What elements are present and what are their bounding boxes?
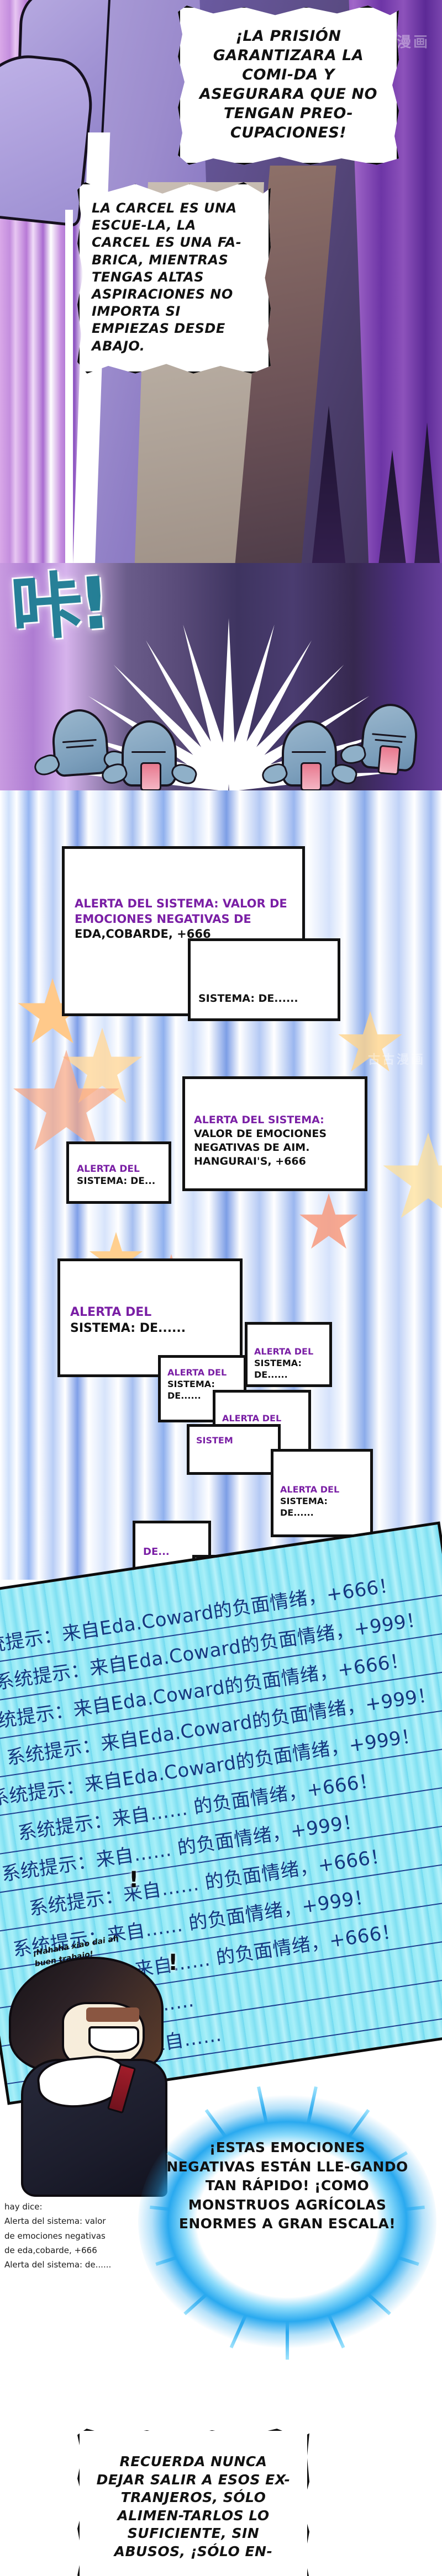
note-line-1: hay dice: (4, 2202, 43, 2212)
guard-2 (99, 720, 199, 791)
burst-text: ¡ESTAS EMOCIONES NEGATIVAS ESTÁN LLE-GAN… (166, 2139, 408, 2232)
note-line-3: de emociones negativas (4, 2230, 106, 2241)
guard-3 (259, 720, 360, 791)
guard-eye (131, 751, 166, 753)
guard-hand (31, 751, 62, 779)
alert-tail: SISTEMA: DE... (77, 1176, 156, 1187)
alert-highlight: ALERTA DEL (167, 1367, 227, 1378)
panel-ice-explosion: 咔! (0, 563, 442, 795)
alert-tail: SISTEMA: DE...... (280, 1496, 328, 1518)
guard-mouth (377, 745, 401, 776)
alert-highlight: ALERTA DEL (70, 1305, 152, 1319)
guard-mouth (301, 762, 322, 791)
alert-highlight: ALERTA DEL SISTEMA: VALOR DE EMOCIONES N… (75, 897, 287, 926)
ice-spike (221, 618, 236, 784)
alert-highlight: ALERTA DEL (77, 1164, 140, 1175)
alert-highlight: DE... (143, 1546, 170, 1558)
star-decoration (299, 1193, 358, 1249)
bubble-text: RECUERDA NUNCA DEJAR SALIR A ESOS EX-TRA… (96, 2453, 291, 2559)
note-line-5: Alerta del sistema: de...... (4, 2260, 112, 2270)
alert-tail: SISTEMA: DE...... (254, 1358, 302, 1380)
alert-tail: SISTEMA: DE...... (167, 1379, 215, 1401)
impact-sfx: 咔! (8, 563, 110, 651)
burst-speech-bubble: ¡ESTAS EMOCIONES NEGATIVAS ESTÁN LLE-GAN… (138, 2086, 436, 2360)
note-line-4: de eda,cobarde, +666 (4, 2245, 97, 2255)
exclamation-mark-2: ! (168, 1950, 178, 1975)
speech-bubble-prison-promise: ¡LA PRISIÓN GARANTIZARA LA COMI-DA Y ASE… (178, 6, 399, 165)
guard-eye (292, 751, 326, 753)
alert-box-small-5: SISTEM (187, 1424, 281, 1475)
speech-bubble-prison-school: LA CARCEL ES UNA ESCUE-LA, LA CARCEL ES … (77, 182, 271, 374)
guard-1 (31, 707, 131, 779)
alert-box-big-2: ALERTA DEL SISTEMA: DE...... (57, 1258, 243, 1377)
guard-mouth (140, 762, 161, 791)
translator-note: hay dice: Alerta del sistema: valor de e… (4, 2200, 131, 2272)
alert-box-hangurai: ALERTA DEL SISTEMA: VALOR DE EMOCIONES N… (182, 1076, 367, 1191)
alert-highlight: ALERTA DEL (280, 1484, 340, 1495)
alert-tail: SISTEMA: DE...... (198, 992, 298, 1005)
star-decoration (383, 1133, 442, 1218)
alert-highlight: SISTEM (196, 1435, 233, 1446)
guard-eye (372, 733, 407, 738)
dark-spike-2 (376, 450, 409, 582)
alert-highlight: ALERTA DEL (254, 1346, 314, 1357)
alert-box-small-1: ALERTA DEL SISTEMA: DE... (66, 1141, 171, 1204)
guard-eye (66, 745, 94, 748)
guard-4 (338, 701, 420, 776)
speech-bubble-footer: RECUERDA NUNCA DEJAR SALIR A ESOS EX-TRA… (77, 2429, 309, 2576)
bubble-text: LA CARCEL ES UNA ESCUE-LA, LA CARCEL ES … (92, 200, 242, 354)
alert-box-small-2: ALERTA DEL SISTEMA: DE...... (245, 1322, 332, 1387)
character-grin (88, 2026, 139, 2053)
guard-eye (62, 739, 97, 743)
alert-highlight: ALERTA DEL SISTEMA: (194, 1114, 324, 1126)
guard-hand (329, 761, 360, 787)
alert-highlight: ALERTA DEL (222, 1413, 282, 1424)
alert-tail: SISTEMA: DE...... (70, 1321, 186, 1336)
light-shard-2 (65, 210, 73, 582)
star-decoration (338, 1011, 402, 1072)
alert-tail: VALOR DE EMOCIONES NEGATIVAS DE AIM. HAN… (194, 1128, 327, 1168)
alert-box-partial-1: SISTEMA: DE...... (188, 938, 340, 1021)
note-line-2: Alerta del sistema: valor (4, 2216, 106, 2227)
character-eyes (86, 2007, 139, 2022)
alert-box-small-6: ALERTA DEL SISTEMA: DE...... (271, 1449, 373, 1537)
exclamation-mark-1: ! (129, 1867, 139, 1893)
bubble-text: ¡LA PRISIÓN GARANTIZARA LA COMI-DA Y ASE… (199, 28, 377, 142)
protagonist-character (6, 1957, 188, 2197)
burst-glow (138, 2092, 436, 2351)
guard-eye (375, 739, 403, 743)
dark-spike-3 (412, 422, 442, 582)
